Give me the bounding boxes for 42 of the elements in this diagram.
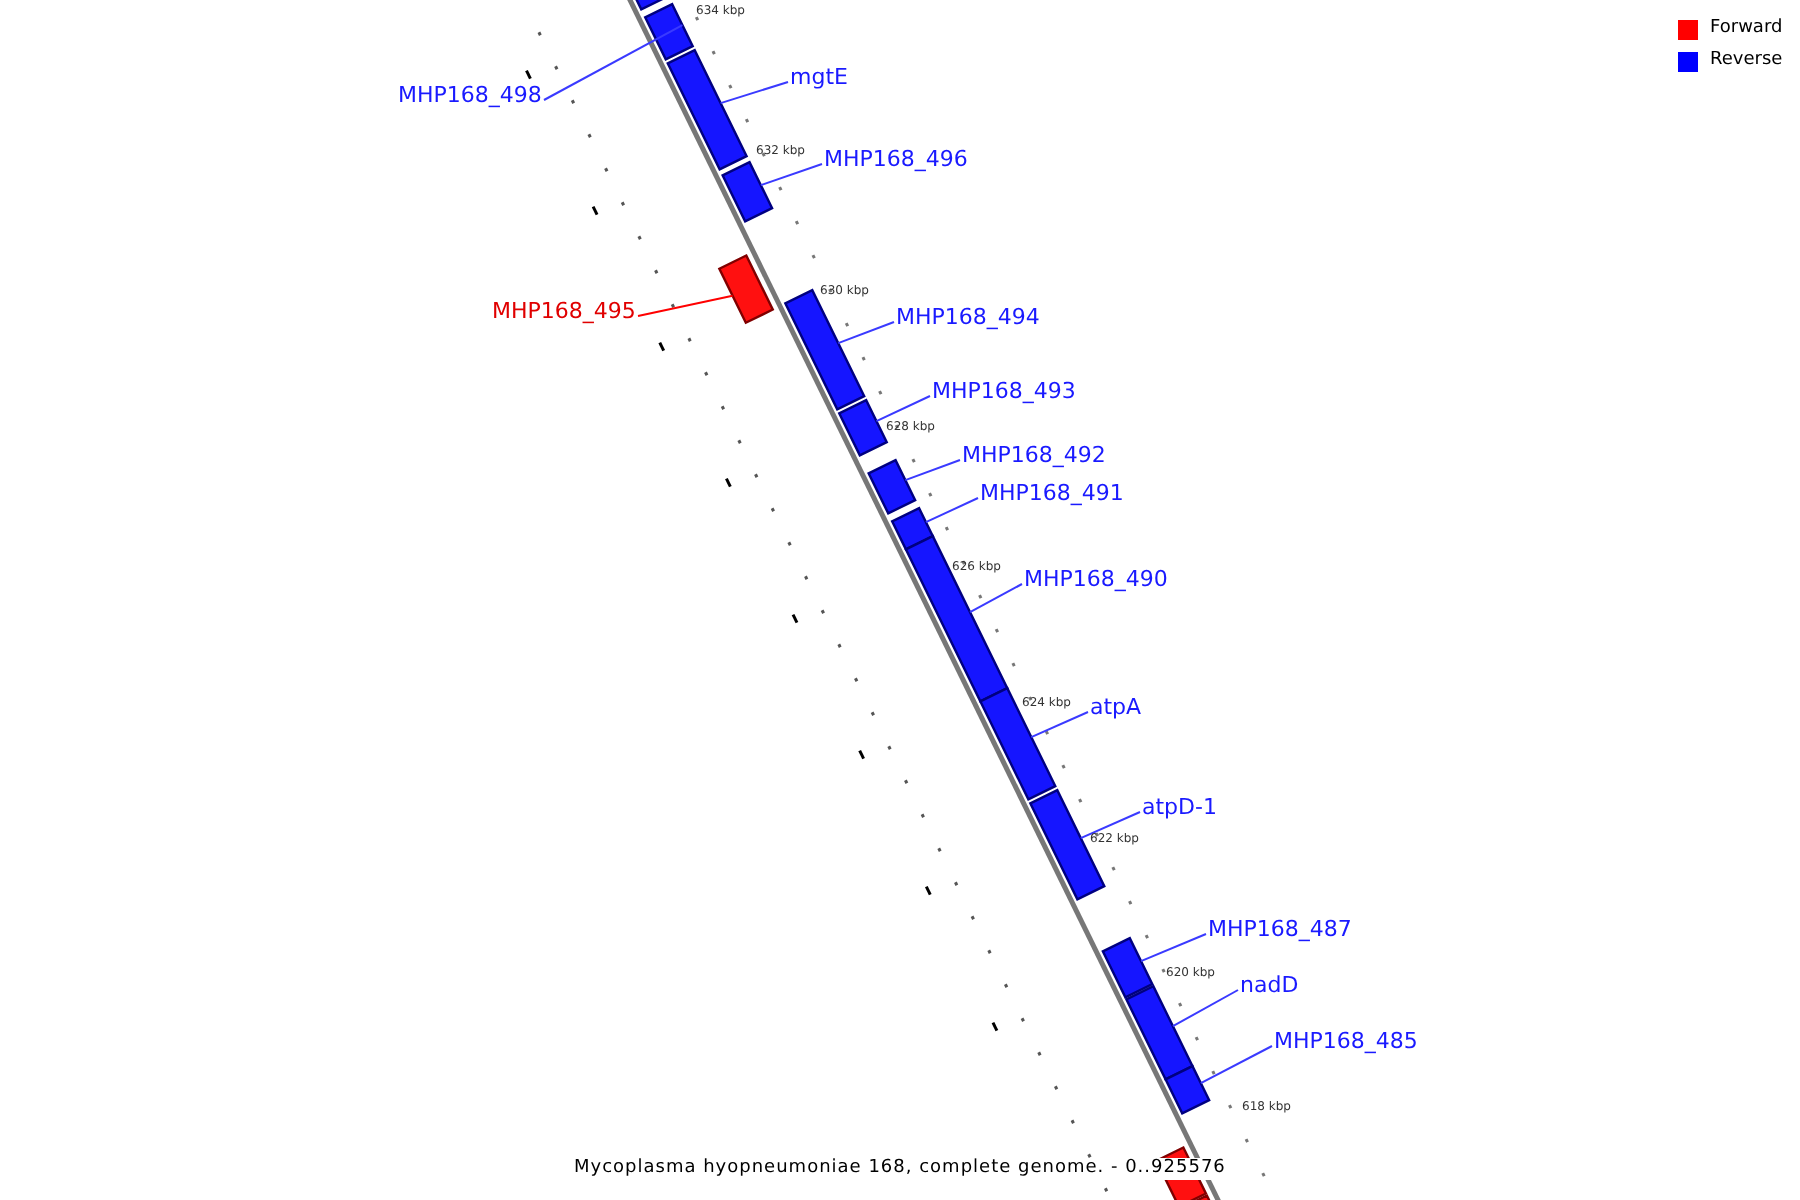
gene-label: MHP168_493 <box>932 378 1076 404</box>
gene-label: atpA <box>1090 694 1142 720</box>
gene-label: MHP168_496 <box>824 146 968 172</box>
gene-label: MHP168_487 <box>1208 916 1352 942</box>
reverse-gene-bar <box>904 534 1009 703</box>
leader-line <box>837 321 895 345</box>
leader-line <box>637 294 734 317</box>
leader-line <box>875 395 931 423</box>
leader-line <box>1171 989 1239 1028</box>
gene-label: MHP168_495 <box>492 298 636 324</box>
gene-label: MHP168_491 <box>980 480 1124 506</box>
gene-label: MHP168_485 <box>1274 1028 1418 1054</box>
leader-line <box>1030 711 1089 739</box>
legend-label: Reverse <box>1710 50 1783 72</box>
gene-label: MHP168_490 <box>1024 566 1168 592</box>
leader-line <box>904 459 961 482</box>
reverse-gene-bar <box>721 160 774 223</box>
gene-label: atpD-1 <box>1142 794 1217 820</box>
leader-line <box>1140 933 1207 963</box>
gene-label: MHP168_492 <box>962 442 1106 468</box>
leader-line <box>1199 1045 1273 1085</box>
reverse-gene-bar <box>1101 936 1154 999</box>
reverse-gene-bar <box>783 288 866 411</box>
leader-line <box>719 81 789 105</box>
leader-line <box>543 24 684 101</box>
legend-label: Forward <box>1710 18 1783 40</box>
reverse-gene-bar <box>837 398 889 457</box>
leader-line <box>759 163 823 187</box>
reverse-gene-bar <box>666 48 749 171</box>
reverse-gene-bar <box>1163 1064 1211 1115</box>
leader-line <box>1079 811 1141 840</box>
leader-line <box>969 583 1023 614</box>
forward-gene-bar <box>717 253 775 325</box>
reverse-gene-bar <box>1124 984 1195 1081</box>
leader-line <box>924 497 979 524</box>
caption: Mycoplasma hyopneumoniae 168, complete genome. - 0..925576 <box>570 1158 1230 1180</box>
gene-label: mgtE <box>790 64 848 90</box>
reverse-gene-bar <box>890 506 935 551</box>
reverse-gene-bar <box>867 458 917 515</box>
gene-label: nadD <box>1240 972 1299 998</box>
gene-label: MHP168_494 <box>896 304 1040 330</box>
gene-label: MHP168_498 <box>398 82 542 108</box>
